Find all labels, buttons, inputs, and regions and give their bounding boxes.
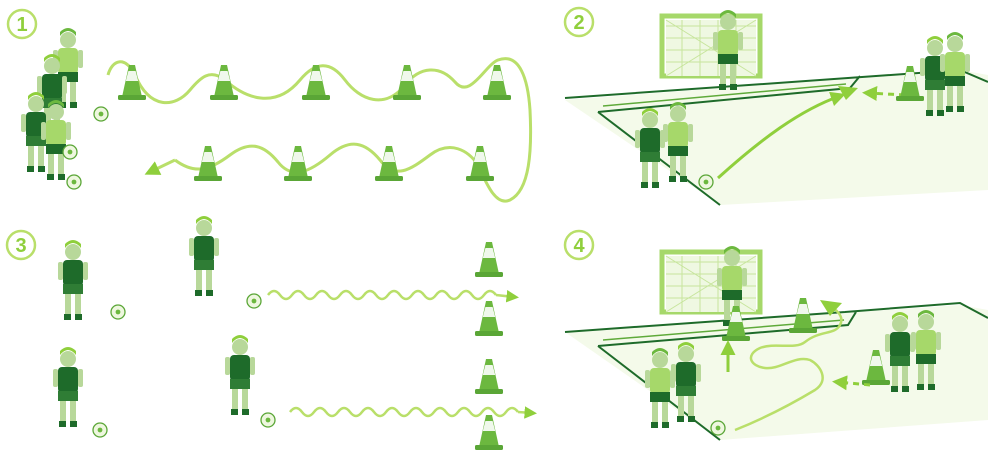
svg-text:2: 2 <box>573 12 584 34</box>
soccer-player-icon <box>189 216 219 296</box>
panel-3: 3 <box>7 216 532 450</box>
traffic-cone-icon <box>475 359 503 394</box>
traffic-cone-icon <box>466 146 494 181</box>
panel-number-badge: 4 <box>565 231 593 259</box>
panel-2: 2 <box>565 8 988 205</box>
soccer-goal-icon <box>662 16 760 76</box>
panel-number-badge: 3 <box>7 231 35 259</box>
soccer-ball-icon <box>699 175 713 189</box>
panel-number-badge: 1 <box>8 10 36 38</box>
traffic-cone-icon <box>210 65 238 100</box>
soccer-ball-icon <box>247 294 261 308</box>
traffic-cone-icon <box>475 242 503 277</box>
arrow-icon <box>150 160 175 172</box>
soccer-ball-icon <box>711 421 725 435</box>
soccer-ball-icon <box>93 423 107 437</box>
soccer-ball-icon <box>111 305 125 319</box>
arrow-icon <box>518 412 532 413</box>
traffic-cone-icon <box>302 65 330 100</box>
soccer-player-icon <box>225 335 255 415</box>
svg-text:3: 3 <box>15 235 26 257</box>
panel-number-badge: 2 <box>565 8 593 36</box>
traffic-cone-icon <box>475 301 503 336</box>
soccer-ball-icon <box>94 107 108 121</box>
soccer-ball-icon <box>261 413 275 427</box>
traffic-cone-icon <box>475 415 503 450</box>
svg-text:4: 4 <box>573 235 585 257</box>
wavy-dribble-path <box>268 291 496 299</box>
traffic-cone-icon <box>375 146 403 181</box>
soccer-ball-icon <box>67 175 81 189</box>
soccer-player-icon <box>53 347 83 427</box>
panel-4: 4 <box>565 231 988 440</box>
svg-text:1: 1 <box>16 14 27 36</box>
traffic-cone-icon <box>118 65 146 100</box>
wavy-dribble-path <box>290 408 518 416</box>
soccer-player-icon <box>58 240 88 320</box>
panel-1: 1 <box>8 10 531 201</box>
arrow-icon <box>496 295 514 297</box>
traffic-cone-icon <box>284 146 312 181</box>
soccer-ball-icon <box>63 145 77 159</box>
